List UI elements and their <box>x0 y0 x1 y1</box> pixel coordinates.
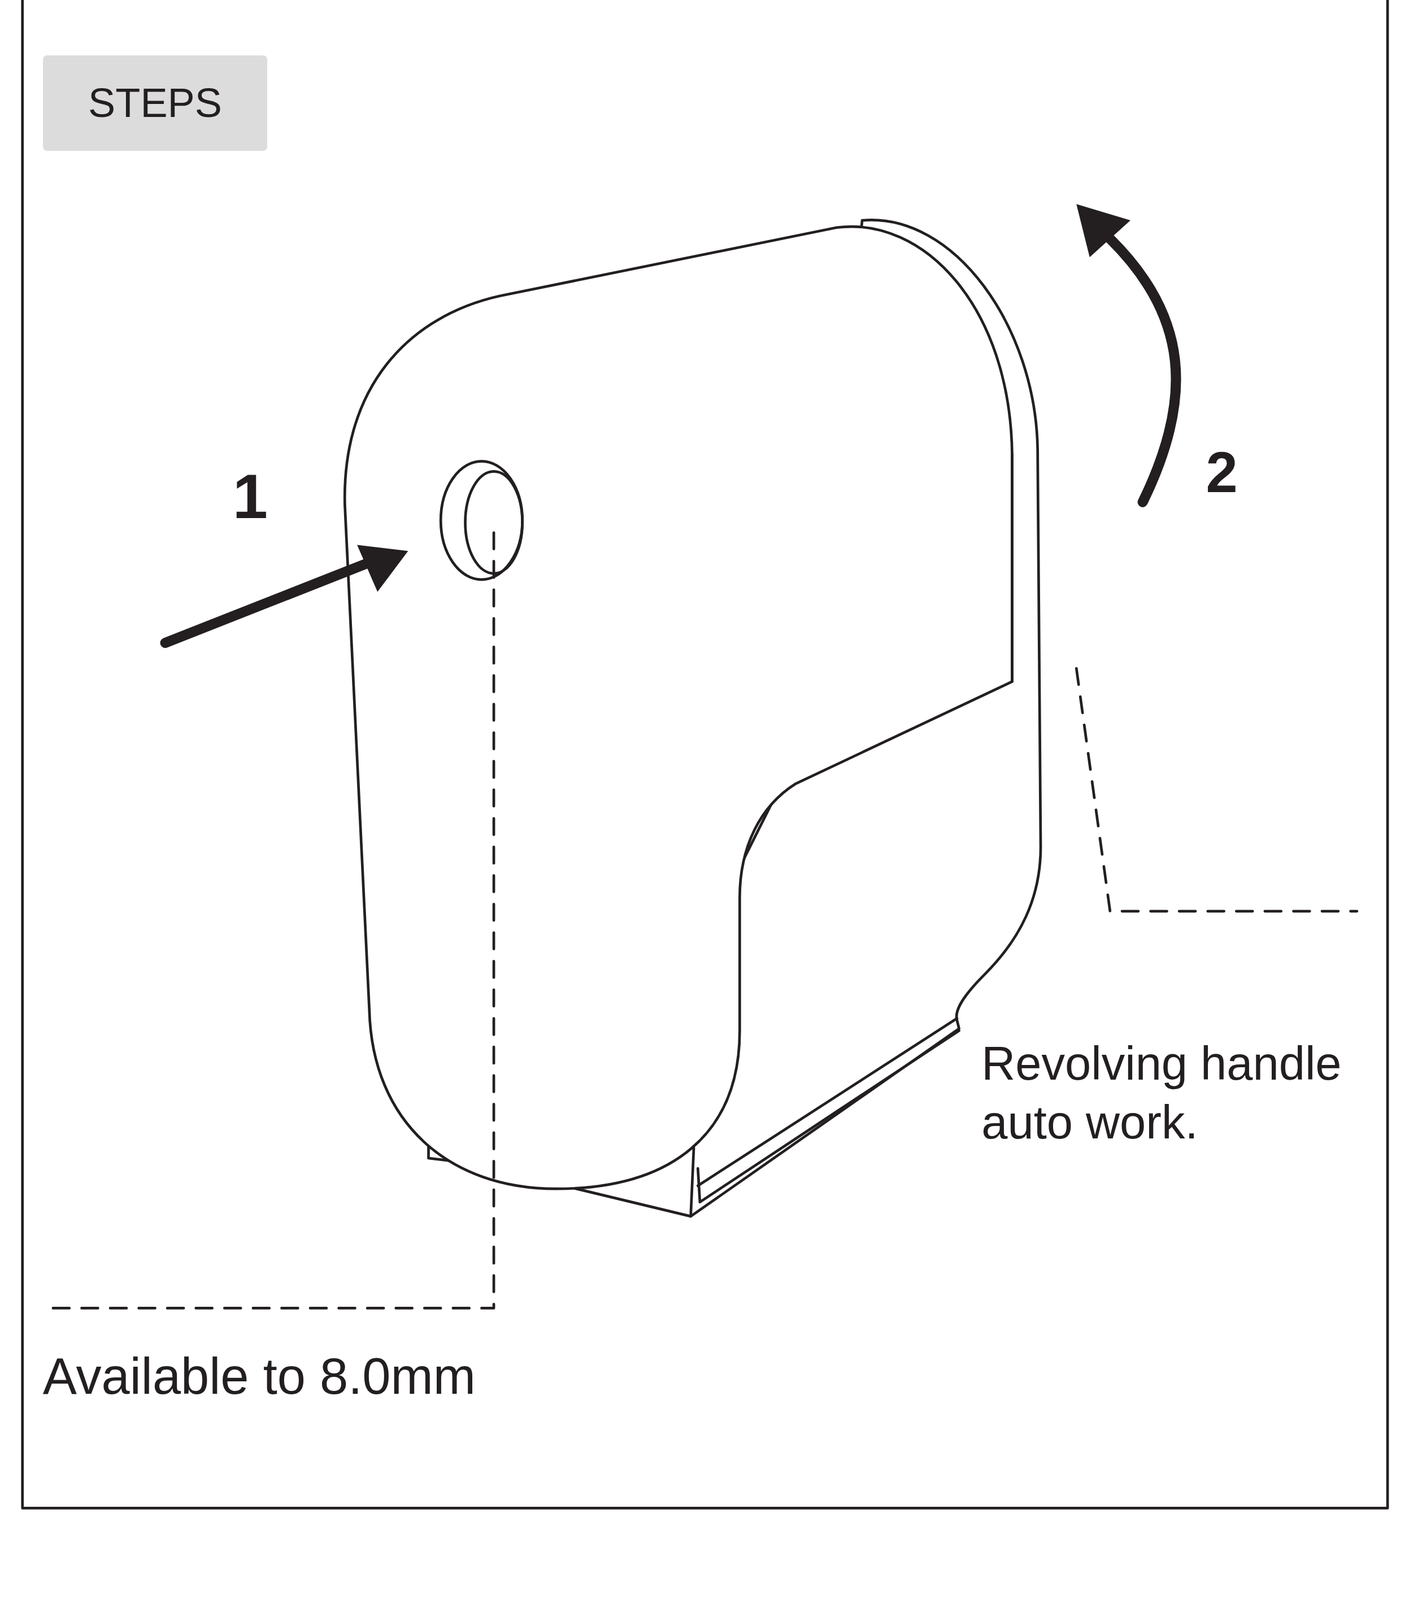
leader-line <box>49 532 494 1309</box>
push-button <box>440 461 523 580</box>
rotate-arrow <box>1110 238 1177 503</box>
dimension-text: Available to 8.0mm <box>42 1344 476 1409</box>
leader-line <box>1076 668 1358 912</box>
push-button-inner <box>465 471 523 574</box>
arrowhead <box>1076 203 1131 258</box>
heading-text: STEPS <box>88 79 223 126</box>
plate-edge <box>1010 454 1014 682</box>
note-text: Revolving handle auto work. <box>981 1034 1382 1152</box>
groove <box>690 1018 960 1217</box>
push-arrow <box>165 561 373 643</box>
frame <box>22 0 1388 1508</box>
callout-number: 1 <box>232 457 268 537</box>
title-box: STEPS <box>42 55 268 152</box>
arrowhead <box>357 544 408 592</box>
callout-number: 2 <box>1206 436 1238 508</box>
device-body <box>344 226 1012 1189</box>
